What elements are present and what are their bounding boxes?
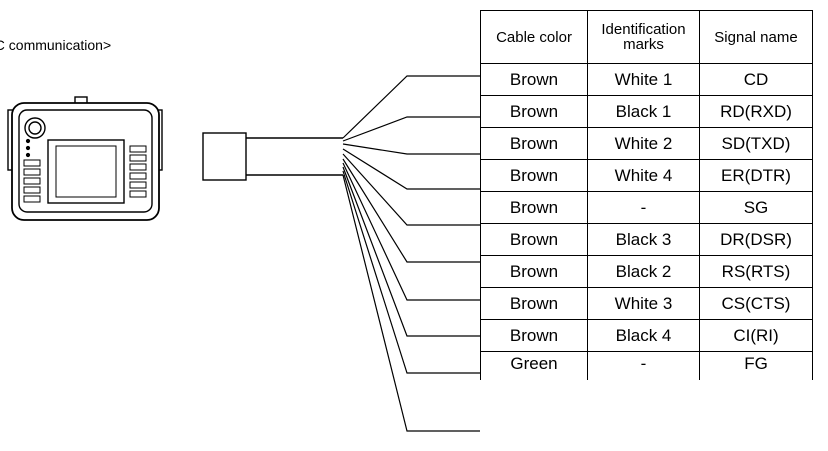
cell-cable-color: Brown xyxy=(480,287,588,320)
cell-identification-mark: White 2 xyxy=(587,127,700,160)
cable-wires xyxy=(342,75,480,432)
cell-signal-name: ER(DTR) xyxy=(699,159,813,192)
cell-identification-mark: Black 4 xyxy=(587,319,700,352)
table-row: Brown Black 2 RS(RTS) xyxy=(480,255,813,288)
cell-identification-mark: - xyxy=(587,191,700,224)
cell-signal-name: RS(RTS) xyxy=(699,255,813,288)
diagram-caption: 2C communication> xyxy=(0,37,112,53)
cell-cable-color: Brown xyxy=(480,127,588,160)
cell-cable-color: Brown xyxy=(480,223,588,256)
cell-identification-mark: - xyxy=(587,351,700,380)
table-row: Brown White 2 SD(TXD) xyxy=(480,127,813,160)
header-cable-color: Cable color xyxy=(480,10,588,64)
cell-cable-color: Brown xyxy=(480,159,588,192)
cable-connector xyxy=(202,132,343,181)
cell-cable-color: Brown xyxy=(480,255,588,288)
table-row: Brown White 1 CD xyxy=(480,63,813,96)
cell-cable-color: Brown xyxy=(480,95,588,128)
cell-signal-name: CI(RI) xyxy=(699,319,813,352)
header-signal-name: Signal name xyxy=(699,10,813,64)
cell-identification-mark: Black 2 xyxy=(587,255,700,288)
table-row: Brown Black 1 RD(RXD) xyxy=(480,95,813,128)
table-row: Green - FG xyxy=(480,351,813,380)
cell-signal-name: SG xyxy=(699,191,813,224)
terminal-device-icon xyxy=(7,96,163,221)
cell-cable-color: Green xyxy=(480,351,588,380)
cell-cable-color: Brown xyxy=(480,319,588,352)
cell-identification-mark: Black 1 xyxy=(587,95,700,128)
table-row: Brown - SG xyxy=(480,191,813,224)
cell-signal-name: RD(RXD) xyxy=(699,95,813,128)
cell-identification-mark: White 1 xyxy=(587,63,700,96)
cell-identification-mark: White 4 xyxy=(587,159,700,192)
table-row: Brown White 4 ER(DTR) xyxy=(480,159,813,192)
table-row: Brown White 3 CS(CTS) xyxy=(480,287,813,320)
cell-signal-name: FG xyxy=(699,351,813,380)
cell-cable-color: Brown xyxy=(480,63,588,96)
cell-signal-name: CD xyxy=(699,63,813,96)
cell-signal-name: DR(DSR) xyxy=(699,223,813,256)
table-row: Brown Black 4 CI(RI) xyxy=(480,319,813,352)
cell-signal-name: CS(CTS) xyxy=(699,287,813,320)
table-row: Brown Black 3 DR(DSR) xyxy=(480,223,813,256)
cell-identification-mark: White 3 xyxy=(587,287,700,320)
cell-identification-mark: Black 3 xyxy=(587,223,700,256)
cell-signal-name: SD(TXD) xyxy=(699,127,813,160)
cell-cable-color: Brown xyxy=(480,191,588,224)
